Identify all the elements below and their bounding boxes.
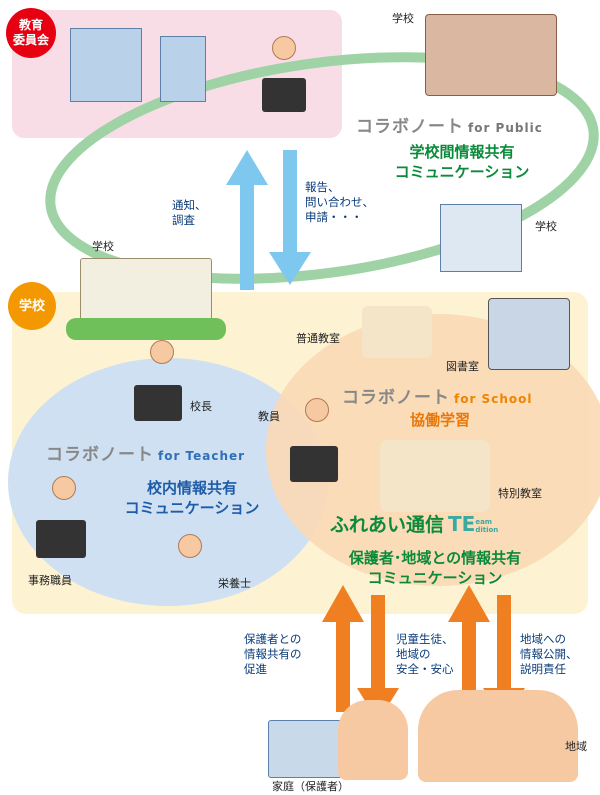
- board-school-arrows: [226, 150, 311, 290]
- school-label-top-right: 学校: [392, 12, 414, 25]
- teacher-label: 教員: [258, 410, 280, 423]
- family-icon: [338, 700, 408, 780]
- office-staff-icon: [52, 476, 76, 500]
- parents-label: 保護者との 情報共有の 促進: [244, 632, 302, 676]
- school-mid-right-icon: [440, 204, 522, 272]
- teacher-computer-icon: [290, 446, 338, 482]
- principal-label: 校長: [190, 400, 212, 413]
- teacher-ellipse: [8, 358, 328, 606]
- principal-computer-icon: [134, 385, 182, 421]
- public-headline: 学校間情報共有 コミュニケーション: [394, 143, 530, 181]
- special-room-icon: [380, 440, 490, 512]
- home-label: 家庭（保護者）: [272, 780, 349, 793]
- disclosure-label: 地域への 情報公開、 説明責任: [520, 632, 578, 676]
- community-label: 地域: [565, 740, 587, 753]
- regular-room-label: 普通教室: [296, 332, 340, 345]
- board-computer-icon: [262, 78, 306, 112]
- office-computer-icon: [36, 520, 86, 558]
- nutritionist-icon: [178, 534, 202, 558]
- safety-label: 児童生徒、 地域の 安全・安心: [396, 632, 454, 676]
- notice-label: 通知、 調査: [172, 198, 207, 227]
- board-officer-icon: [272, 36, 296, 60]
- school-left-trees-icon: [66, 318, 226, 340]
- nutritionist-label: 栄養士: [218, 577, 251, 590]
- principal-icon: [150, 340, 174, 364]
- school-label-left: 学校: [92, 240, 114, 253]
- school-badge: 学校: [8, 282, 56, 330]
- board-badge: 教育 委員会: [6, 8, 56, 58]
- regular-room-icon: [362, 306, 432, 358]
- fureai-headline: 保護者･地域との情報共有 コミュニケーション: [348, 549, 522, 587]
- school-top-right-icon: [425, 14, 557, 96]
- community-people-icon: [418, 690, 578, 782]
- library-label: 図書室: [446, 360, 479, 373]
- school-label-mid-right: 学校: [535, 220, 557, 233]
- special-room-label: 特別教室: [498, 487, 542, 500]
- public-loop: [45, 52, 599, 284]
- teacher-icon: [305, 398, 329, 422]
- board-building-right-icon: [160, 36, 206, 102]
- library-icon: [488, 298, 570, 370]
- report-label: 報告、 問い合わせ、 申請・・・: [305, 180, 374, 224]
- board-building-left-icon: [70, 28, 142, 102]
- home-house-icon: [268, 720, 342, 778]
- teacher-headline: 校内情報共有 コミュニケーション: [124, 479, 260, 517]
- office-staff-label: 事務職員: [28, 574, 72, 587]
- school-headline: 協働学習: [409, 411, 470, 429]
